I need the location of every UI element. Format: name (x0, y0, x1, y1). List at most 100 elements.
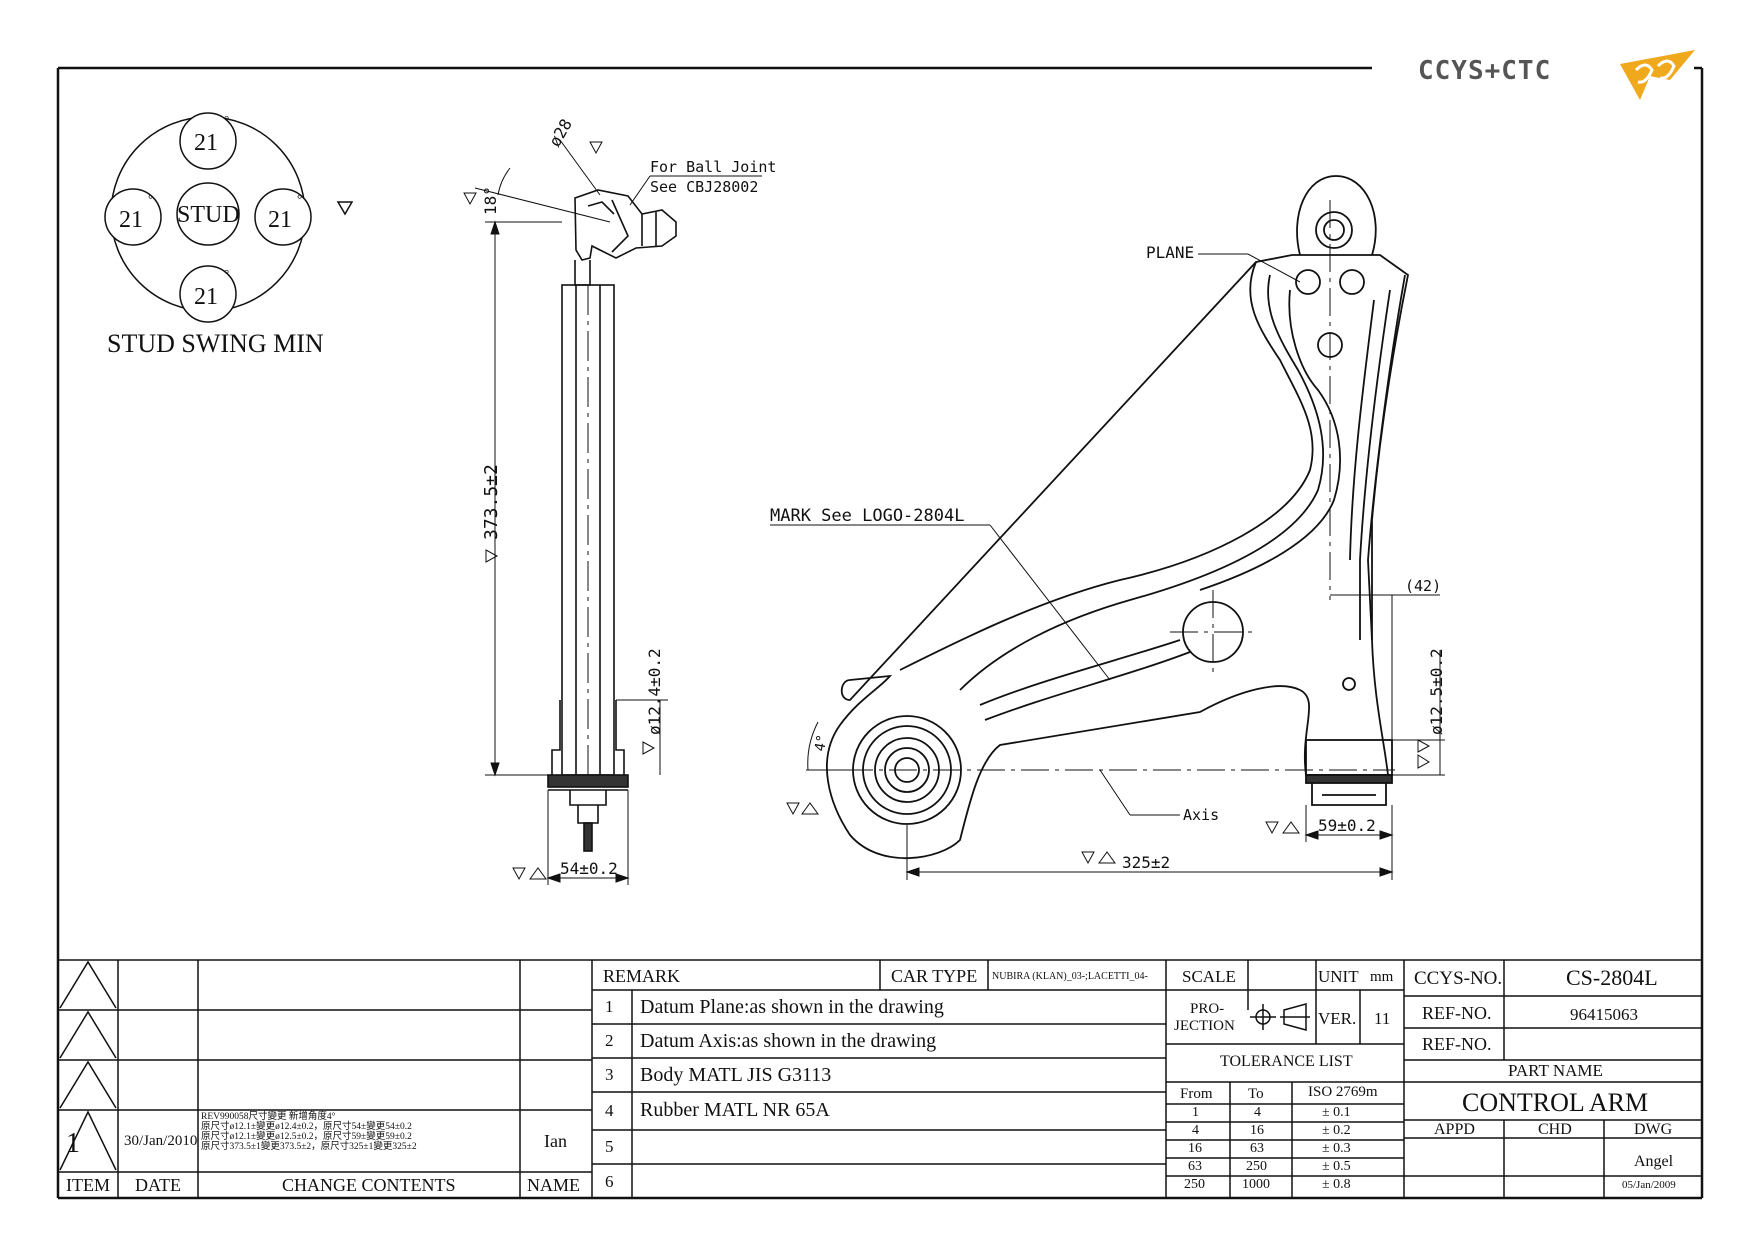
revision-line: 原尺寸ø12.1±變更ø12.5±0.2，原尺寸59±變更59±0.2 (201, 1132, 412, 1142)
tolerance-header-from: From (1180, 1086, 1213, 1102)
control-arm-text: PLANE MARK See LOGO-2804L Axis (42) ø12.… (770, 243, 1446, 872)
remark-num: 2 (605, 1031, 614, 1050)
col-header-item: ITEM (66, 1175, 110, 1195)
version-value: 11 (1374, 1009, 1391, 1028)
dim-d28: ø28 (545, 115, 576, 150)
dim-angle-18: 18° (481, 186, 500, 215)
drawn-date: 05/Jan/2009 (1622, 1179, 1676, 1191)
stud-swing-labels: 21 ° 21 ° 21 ° 21 ° STUD STUD SWING MIN (107, 112, 324, 358)
side-view (474, 167, 677, 852)
remark-text: Body MATL JIS G3113 (640, 1064, 832, 1086)
tolerance-cell: 1000 (1242, 1177, 1270, 1192)
tolerance-header-to: To (1248, 1086, 1264, 1102)
ccys-ctc-logo: CCYS+CTC (1418, 50, 1695, 100)
dim-42: (42) (1405, 577, 1441, 595)
appd-label: APPD (1434, 1121, 1475, 1138)
dwg-label: DWG (1634, 1121, 1673, 1138)
sheet-border (56, 66, 1704, 1200)
unit-value: mm (1370, 969, 1394, 985)
logo-mark (1620, 50, 1695, 100)
remark-num: 4 (605, 1101, 614, 1120)
tolerance-cell: 63 (1188, 1159, 1202, 1174)
car-type-value: NUBIRA (KLAN)_03-;LACETTI_04- (992, 971, 1148, 982)
swing-center-label: STUD (177, 202, 240, 228)
swing-angle-top: 21 (194, 130, 218, 156)
chd-label: CHD (1538, 1121, 1572, 1138)
logo-text: CCYS+CTC (1418, 56, 1551, 86)
tolerance-cell: 250 (1246, 1159, 1267, 1174)
dim-width-54: 54±0.2 (560, 859, 618, 878)
ref-no-label: REF-NO. (1422, 1003, 1492, 1023)
dim-length-373: 373.5±2 (481, 464, 502, 540)
part-name-value: CONTROL ARM (1462, 1088, 1649, 1117)
degree-mark: ° (148, 191, 153, 206)
plane-callout: PLANE (1146, 243, 1194, 262)
dim-d12-4: ø12.4±0.2 (645, 648, 664, 735)
stud-swing-diagram (104, 112, 354, 323)
remark-title: REMARK (603, 966, 681, 986)
swing-angle-left: 21 (119, 207, 143, 233)
remark-num: 6 (605, 1172, 614, 1191)
unit-label: UNIT (1318, 967, 1359, 986)
tolerance-cell: 16 (1188, 1141, 1202, 1156)
title-block-grid (58, 959, 1702, 1198)
remark-text: Rubber MATL NR 65A (640, 1099, 830, 1121)
ccys-no-value: CS-2804L (1566, 965, 1658, 990)
tolerance-cell: ± 0.5 (1322, 1159, 1351, 1174)
revision-line: 原尺寸ø12.1±變更ø12.4±0.2，原尺寸54±變更54±0.2 (201, 1122, 412, 1132)
dim-angle-4: 4° (812, 733, 831, 752)
tolerance-cell: 4 (1192, 1123, 1199, 1138)
degree-mark: ° (297, 191, 302, 206)
revision-name: Ian (544, 1131, 567, 1151)
col-header-name: NAME (527, 1175, 580, 1195)
swing-angle-bottom: 21 (194, 284, 218, 310)
degree-mark: ° (224, 266, 229, 281)
tolerance-cell: 63 (1250, 1141, 1264, 1156)
tolerance-title: TOLERANCE LIST (1220, 1053, 1353, 1070)
side-view-dimensions (463, 139, 762, 885)
side-view-dim-text: ø28 18° 373.5±2 ø12.4±0.2 54±0.2 For Bal… (481, 115, 776, 878)
tolerance-cell: 250 (1184, 1177, 1205, 1192)
dim-d12-5: ø12.5±0.2 (1427, 648, 1446, 735)
remark-num: 1 (605, 997, 614, 1016)
col-header-date: DATE (135, 1175, 181, 1195)
remark-num: 5 (605, 1137, 614, 1156)
drawer-name: Angel (1634, 1153, 1674, 1170)
swing-angle-right: 21 (268, 207, 292, 233)
car-type-label: CAR TYPE (891, 966, 978, 986)
revision-item-number: 1 (66, 1128, 80, 1159)
dim-length-325: 325±2 (1122, 853, 1170, 872)
revision-date: 30/Jan/2010 (124, 1133, 198, 1149)
control-arm-centerlines (845, 200, 1395, 771)
ball-joint-note-1: For Ball Joint (650, 158, 776, 176)
projection-label: PRO- (1190, 1001, 1225, 1017)
tolerance-cell: 1 (1192, 1105, 1199, 1120)
mark-callout: MARK See LOGO-2804L (770, 506, 964, 526)
remark-text: Datum Plane:as shown in the drawing (640, 996, 944, 1018)
ball-joint-note-2: See CBJ28002 (650, 178, 758, 196)
version-label: VER. (1318, 1009, 1357, 1028)
tolerance-header-iso: ISO 2769m (1308, 1084, 1378, 1100)
tolerance-cell: 16 (1250, 1123, 1264, 1138)
dim-width-59: 59±0.2 (1318, 816, 1376, 835)
tolerance-cell: 4 (1254, 1105, 1261, 1120)
col-header-change-contents: CHANGE CONTENTS (282, 1175, 456, 1195)
scale-label: SCALE (1182, 967, 1236, 986)
tolerance-cell: ± 0.1 (1322, 1105, 1351, 1120)
ref-no-label-2: REF-NO. (1422, 1034, 1492, 1054)
remark-num: 3 (605, 1065, 614, 1084)
revision-contents: REV990058尺寸變更 新增角度4° 原尺寸ø12.1±變更ø12.4±0.… (201, 1112, 417, 1152)
projection-label: JECTION (1174, 1018, 1235, 1034)
revision-line: REV990058尺寸變更 新增角度4° (201, 1112, 336, 1122)
ccys-no-label: CCYS-NO. (1414, 968, 1503, 989)
revision-line: 原尺寸373.5±1變更373.5±2，原尺寸325±1變更325±2 (201, 1142, 417, 1152)
swing-title: STUD SWING MIN (107, 329, 324, 358)
tolerance-cell: ± 0.8 (1322, 1177, 1351, 1192)
part-name-label: PART NAME (1508, 1061, 1603, 1080)
tolerance-cell: ± 0.3 (1322, 1141, 1351, 1156)
control-arm-dimensions (770, 253, 1445, 880)
degree-mark: ° (224, 112, 229, 127)
axis-callout: Axis (1183, 806, 1219, 824)
remark-text: Datum Axis:as shown in the drawing (640, 1030, 937, 1052)
